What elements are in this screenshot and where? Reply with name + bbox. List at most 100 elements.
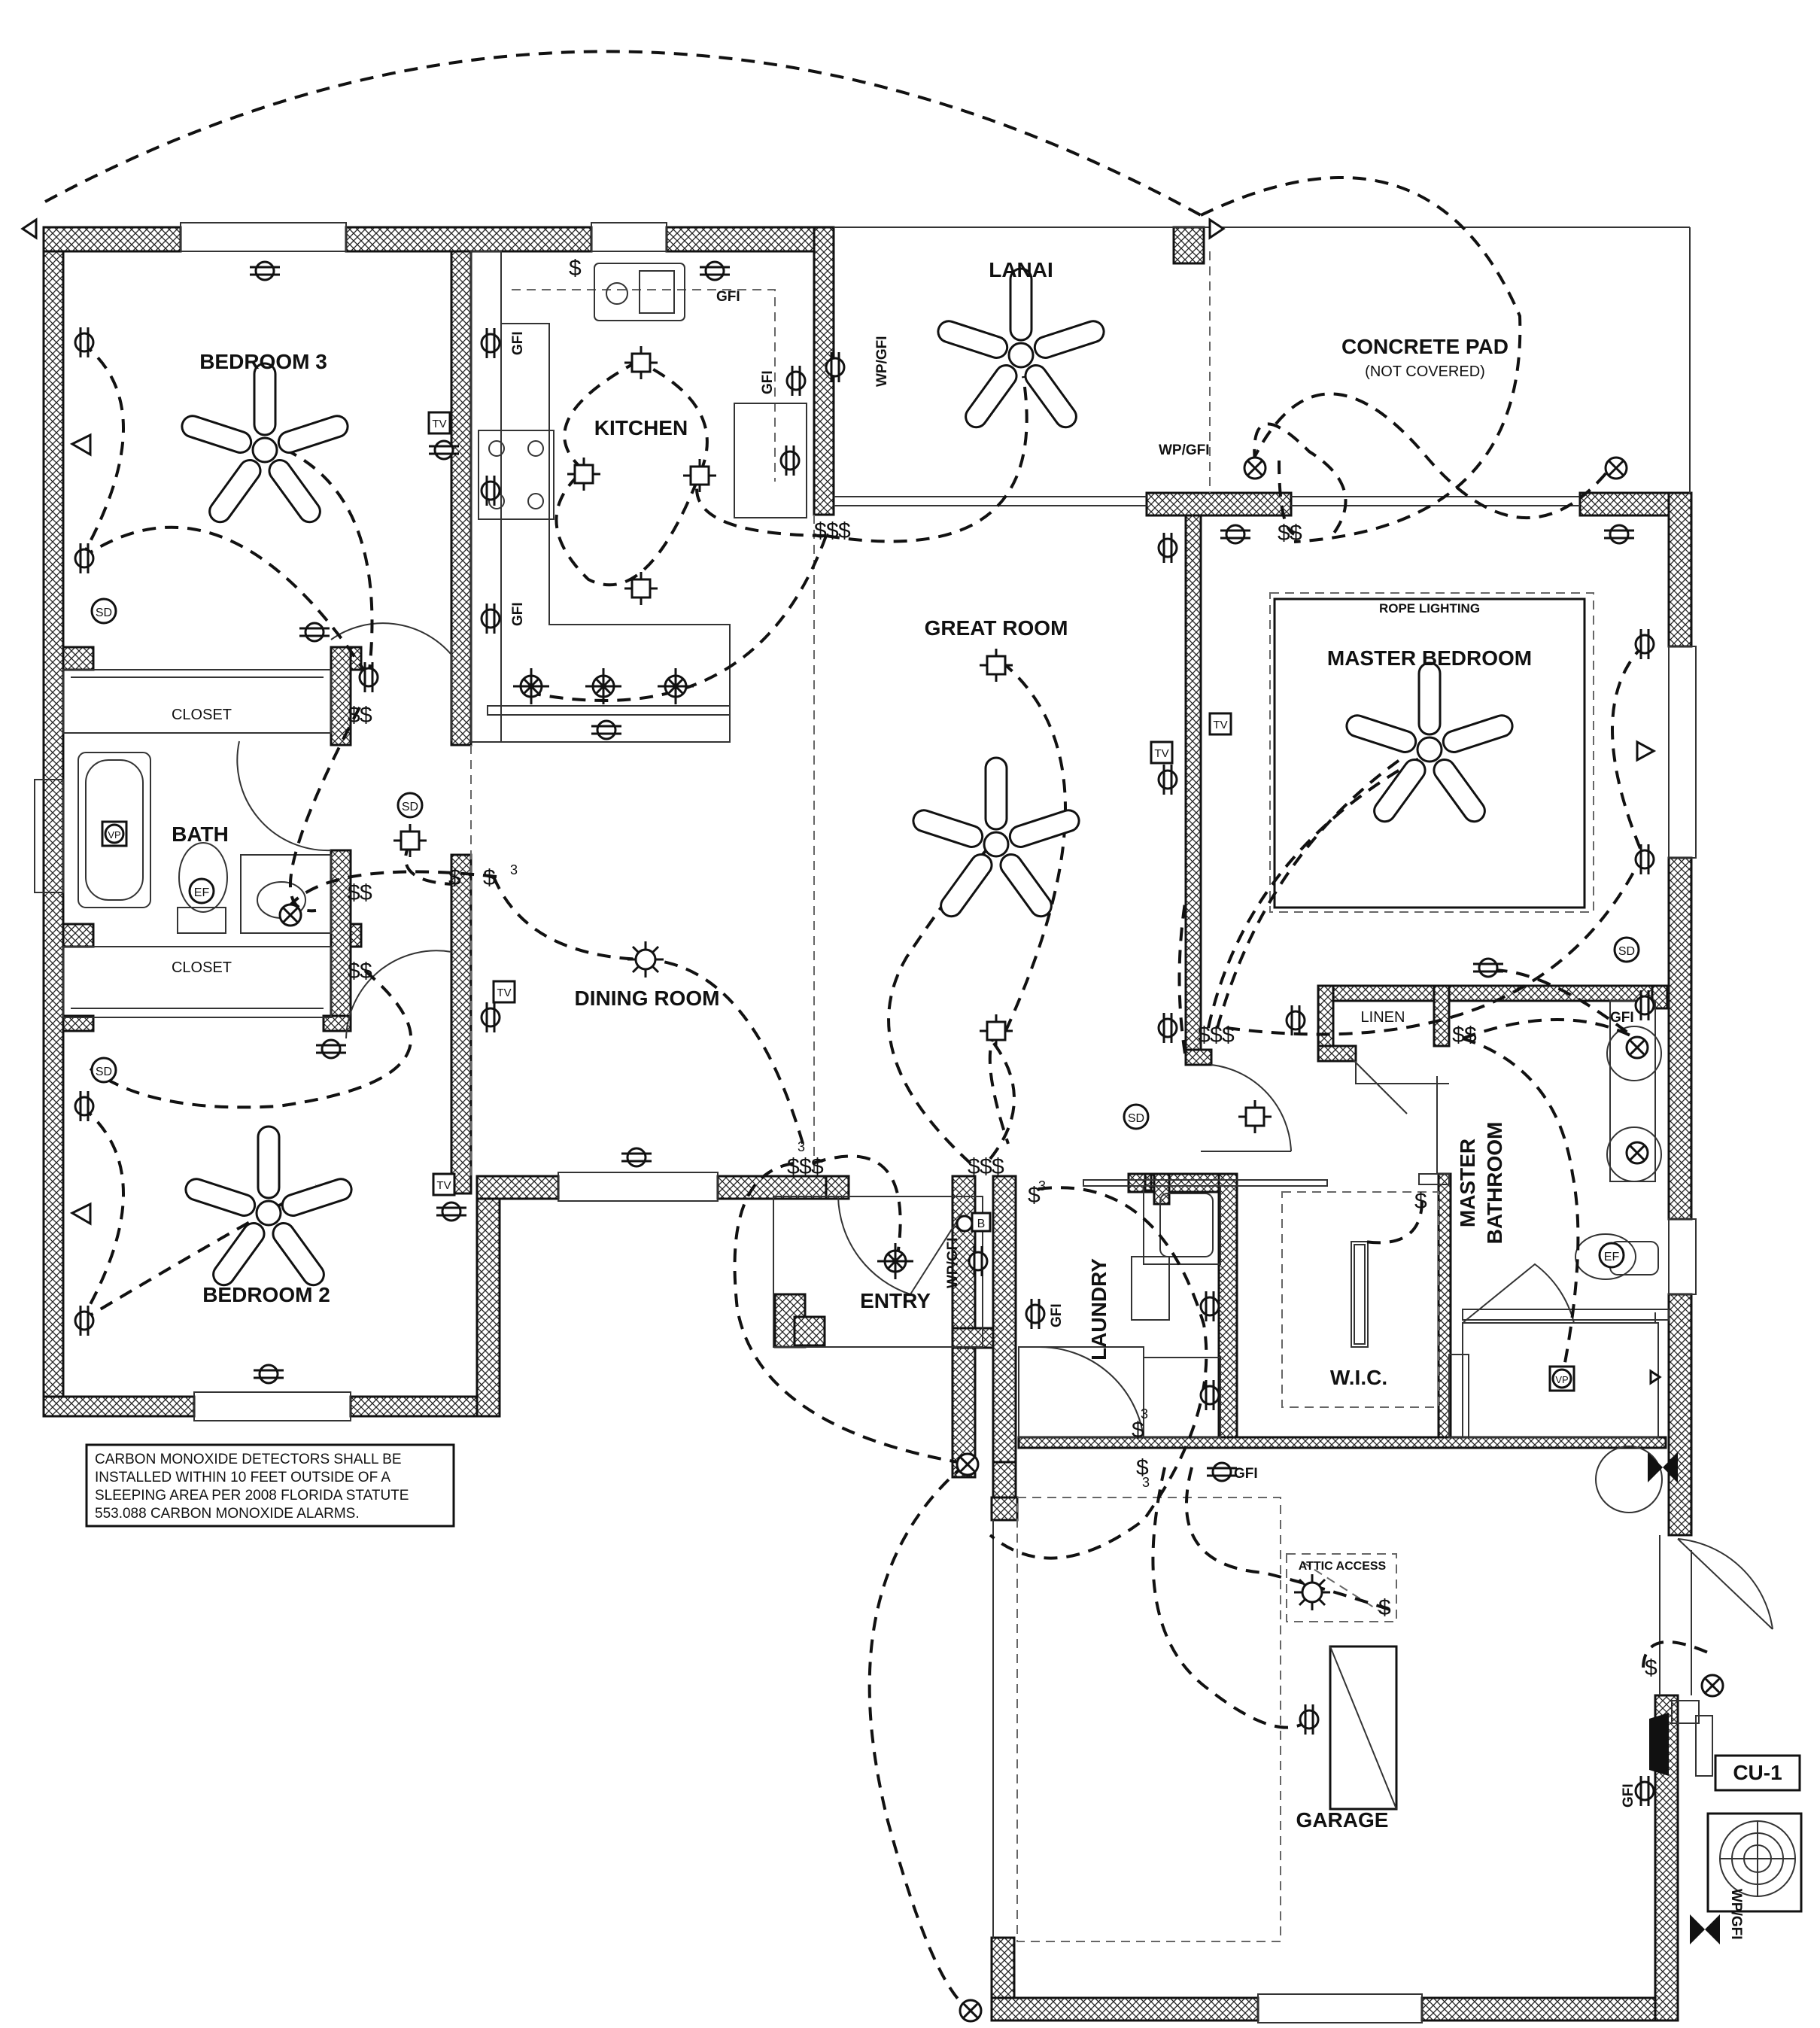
outlet-icon (314, 1038, 348, 1060)
light-x-icon (1625, 1141, 1649, 1165)
label-bedroom-3: BEDROOM 3 (199, 350, 327, 373)
light-x-icon (956, 1452, 980, 1476)
switch-icon: $ (799, 1154, 812, 1179)
label-wic: W.I.C. (1330, 1366, 1387, 1389)
label-concrete-pad-sub: (NOT COVERED) (1365, 363, 1485, 380)
switch-icon: $ (1222, 1023, 1235, 1047)
outlet-icon (698, 260, 731, 281)
label-linen: LINEN (1361, 1009, 1405, 1026)
label-rope-lighting: ROPE LIGHTING (1379, 601, 1480, 616)
outlet-icon (1219, 524, 1252, 545)
svg-text:GFI: GFI (760, 370, 776, 394)
label-master-bedroom: MASTER BEDROOM (1327, 646, 1532, 670)
svg-text:GFI: GFI (1621, 1783, 1636, 1808)
light-box-icon (623, 570, 659, 607)
switch-icon: $ (360, 703, 372, 728)
data-jack-icon (1636, 740, 1657, 762)
light-star-icon (876, 1242, 915, 1281)
switch-icon: $ (1278, 521, 1290, 546)
light-x-icon (959, 1999, 983, 2023)
tv-icon: TV (492, 980, 516, 1004)
svg-text:553.088 CARBON MONOXIDE ALARMS: 553.088 CARBON MONOXIDE ALARMS. (95, 1506, 360, 1522)
label-attic-access: ATTIC ACCESS (1299, 1560, 1387, 1573)
smoke-detector-icon: SD (1123, 1103, 1150, 1130)
outlet-icon (1205, 1461, 1238, 1482)
light-box-icon (978, 647, 1014, 683)
label-cu-1: CU-1 (1733, 1761, 1782, 1784)
label-entry: ENTRY (860, 1289, 931, 1312)
outlet-icon (1157, 1011, 1178, 1044)
light-star-icon (584, 667, 623, 706)
label-kitchen: KITCHEN (594, 416, 688, 439)
svg-text:TV: TV (1213, 719, 1227, 731)
outlet-icon (1603, 524, 1636, 545)
light-sun-icon (1293, 1573, 1332, 1612)
outlet-icon (1285, 1004, 1306, 1037)
switch-icon: $ (348, 959, 360, 984)
svg-text:WP/GFI: WP/GFI (945, 1237, 961, 1288)
label-lanai: LANAI (989, 258, 1053, 281)
label-master-bathroom-2: BATHROOM (1483, 1122, 1506, 1245)
switch-icon: $ (811, 1154, 824, 1179)
wall-light-icon (1648, 1452, 1678, 1482)
outlet-icon (785, 364, 807, 397)
switch-icon: $ (448, 865, 461, 890)
switch-icon: $ (1452, 1023, 1465, 1047)
outlet-icon (1025, 1297, 1046, 1330)
outlet-icon (1157, 763, 1178, 796)
svg-text:GFI: GFI (1610, 1010, 1634, 1026)
svg-text:EF: EF (1604, 1251, 1620, 1263)
outlet-icon (1634, 843, 1655, 876)
switch-icon: $ (1210, 1023, 1223, 1047)
ceiling-fan-icon (934, 267, 1108, 433)
outlet-icon (480, 474, 501, 507)
light-box-icon (1237, 1099, 1273, 1135)
svg-text:SD: SD (402, 801, 418, 813)
svg-text:VP: VP (108, 829, 120, 841)
ceiling-fan-icon (181, 1125, 356, 1291)
svg-text:WP/GFI: WP/GFI (1728, 1889, 1744, 1940)
light-box-icon (682, 458, 718, 494)
svg-text:CARBON MONOXIDE DETECTORS SHAL: CARBON MONOXIDE DETECTORS SHALL BE (95, 1452, 402, 1467)
ceiling-fan-icon (909, 756, 1083, 922)
svg-text:SD: SD (96, 1066, 112, 1078)
tv-icon: TV (427, 411, 451, 435)
svg-text:3: 3 (510, 862, 518, 877)
data-jack-icon (1649, 1369, 1662, 1385)
svg-text:SLEEPING AREA PER 2008 FLORIDA: SLEEPING AREA PER 2008 FLORIDA STATUTE (95, 1488, 409, 1504)
outlet-icon (74, 1090, 95, 1123)
exhaust-fan-icon: EF (188, 877, 215, 905)
carbon-monoxide-note: CARBON MONOXIDE DETECTORS SHALL BE INSTA… (95, 1452, 409, 1522)
switch-icon: $ (1028, 1183, 1041, 1208)
light-x-icon (278, 903, 302, 927)
label-dining-room: DINING ROOM (575, 987, 720, 1010)
smoke-detector-icon: SD (90, 597, 117, 625)
label-master-bathroom-1: MASTER (1456, 1139, 1479, 1227)
svg-text:GFI: GFI (1234, 1466, 1258, 1482)
svg-text:GFI: GFI (510, 331, 526, 355)
data-jack-icon (1208, 217, 1226, 240)
switch-icon: $ (1136, 1455, 1149, 1480)
outlet-icon (74, 542, 95, 575)
tv-icon: TV (1208, 712, 1232, 736)
svg-text:EF: EF (194, 886, 210, 899)
svg-text:B: B (977, 1218, 986, 1230)
outlet-icon (590, 719, 623, 740)
three-way-markers: 3 3 3 3 3 (510, 862, 1150, 1490)
ceiling-fan-icon (1342, 661, 1517, 827)
vent-fan-icon: VP (1548, 1365, 1575, 1392)
svg-text:SD: SD (1618, 945, 1635, 958)
outlet-icon (480, 327, 501, 360)
room-labels: BEDROOM 3 BEDROOM 2 KITCHEN LANAI CONCRE… (172, 258, 1782, 1832)
light-sun-icon (626, 940, 665, 979)
svg-text:SD: SD (1128, 1112, 1144, 1125)
label-closet: CLOSET (172, 959, 232, 976)
switch-icon: $ (968, 1154, 980, 1179)
light-x-icon (1243, 456, 1267, 480)
ceiling-fan-icon (178, 362, 352, 528)
label-garage: GARAGE (1296, 1808, 1389, 1832)
svg-text:3: 3 (1141, 1406, 1148, 1421)
switch-icon: $ (348, 703, 360, 728)
outlet-icon (74, 326, 95, 359)
label-bedroom-2: BEDROOM 2 (202, 1283, 330, 1306)
